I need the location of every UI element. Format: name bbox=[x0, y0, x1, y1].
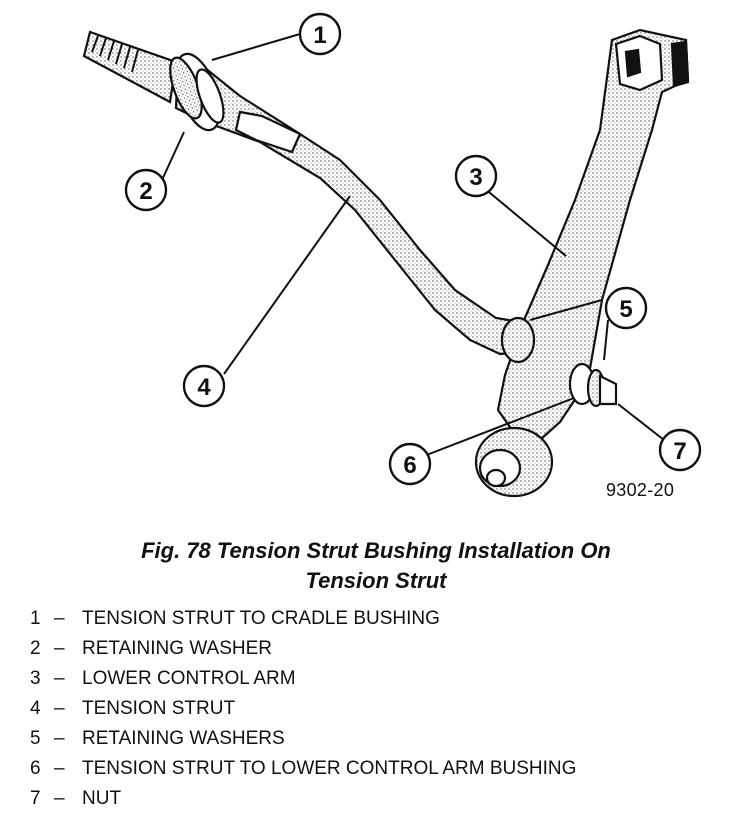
callout-3-label: 3 bbox=[469, 164, 482, 191]
callout-4-label: 4 bbox=[197, 374, 211, 401]
legend-number: 5 bbox=[30, 728, 41, 749]
cradle-bushing bbox=[169, 52, 225, 132]
legend-text: NUT bbox=[82, 788, 122, 809]
legend-number: 2 bbox=[30, 638, 41, 659]
legend-item: 4–TENSION STRUT bbox=[30, 694, 576, 724]
legend-number: 7 bbox=[30, 788, 41, 809]
legend-dash: – bbox=[54, 638, 65, 659]
callout-1-label: 1 bbox=[313, 22, 326, 49]
leader-lines bbox=[161, 33, 665, 457]
callout-2: 2 bbox=[124, 168, 168, 212]
legend-item: 5–RETAINING WASHERS bbox=[30, 724, 576, 754]
legend-text: TENSION STRUT TO LOWER CONTROL ARM BUSHI… bbox=[82, 758, 577, 779]
legend-number: 6 bbox=[30, 758, 41, 779]
legend-dash: – bbox=[54, 728, 65, 749]
callout-6-label: 6 bbox=[403, 452, 416, 479]
parts-legend: 1–TENSION STRUT TO CRADLE BUSHING 2–RETA… bbox=[30, 604, 576, 814]
figure-code: 9302-20 bbox=[606, 480, 675, 500]
control-arm-bushing bbox=[500, 316, 618, 408]
callout-4: 4 bbox=[182, 364, 226, 408]
callout-3: 3 bbox=[454, 154, 498, 198]
callout-2-label: 2 bbox=[139, 178, 152, 205]
callout-5: 5 bbox=[604, 286, 648, 330]
legend-dash: – bbox=[54, 668, 65, 689]
legend-item: 6–TENSION STRUT TO LOWER CONTROL ARM BUS… bbox=[30, 754, 576, 784]
legend-text: RETAINING WASHERS bbox=[82, 728, 285, 749]
legend-dash: – bbox=[54, 608, 65, 629]
legend-item: 1–TENSION STRUT TO CRADLE BUSHING bbox=[30, 604, 576, 634]
callout-6: 6 bbox=[388, 442, 432, 486]
figure-caption-line-1: Fig. 78 Tension Strut Bushing Installati… bbox=[141, 538, 611, 563]
figure-caption-line-2: Tension Strut bbox=[305, 568, 447, 593]
lower-control-arm bbox=[496, 28, 690, 442]
tension-strut bbox=[174, 60, 534, 356]
threaded-stud bbox=[82, 30, 178, 104]
callout-7: 7 bbox=[658, 428, 702, 472]
legend-text: RETAINING WASHER bbox=[82, 638, 273, 659]
legend-item: 2–RETAINING WASHER bbox=[30, 634, 576, 664]
legend-number: 3 bbox=[30, 668, 41, 689]
legend-item: 7–NUT bbox=[30, 784, 576, 814]
legend-text: TENSION STRUT bbox=[82, 698, 236, 719]
callout-5-label: 5 bbox=[619, 296, 632, 323]
callout-7-label: 7 bbox=[673, 438, 686, 465]
legend-text: TENSION STRUT TO CRADLE BUSHING bbox=[82, 608, 440, 629]
legend-text: LOWER CONTROL ARM bbox=[82, 668, 296, 689]
ball-joint bbox=[474, 426, 554, 498]
legend-item: 3–LOWER CONTROL ARM bbox=[30, 664, 576, 694]
callout-1: 1 bbox=[298, 12, 342, 56]
tension-strut-illustration: 1 2 3 4 5 6 7 bbox=[82, 12, 702, 498]
legend-number: 1 bbox=[30, 608, 41, 629]
legend-number: 4 bbox=[30, 698, 41, 719]
legend-dash: – bbox=[54, 788, 65, 809]
legend-dash: – bbox=[54, 758, 65, 779]
legend-dash: – bbox=[54, 698, 65, 719]
